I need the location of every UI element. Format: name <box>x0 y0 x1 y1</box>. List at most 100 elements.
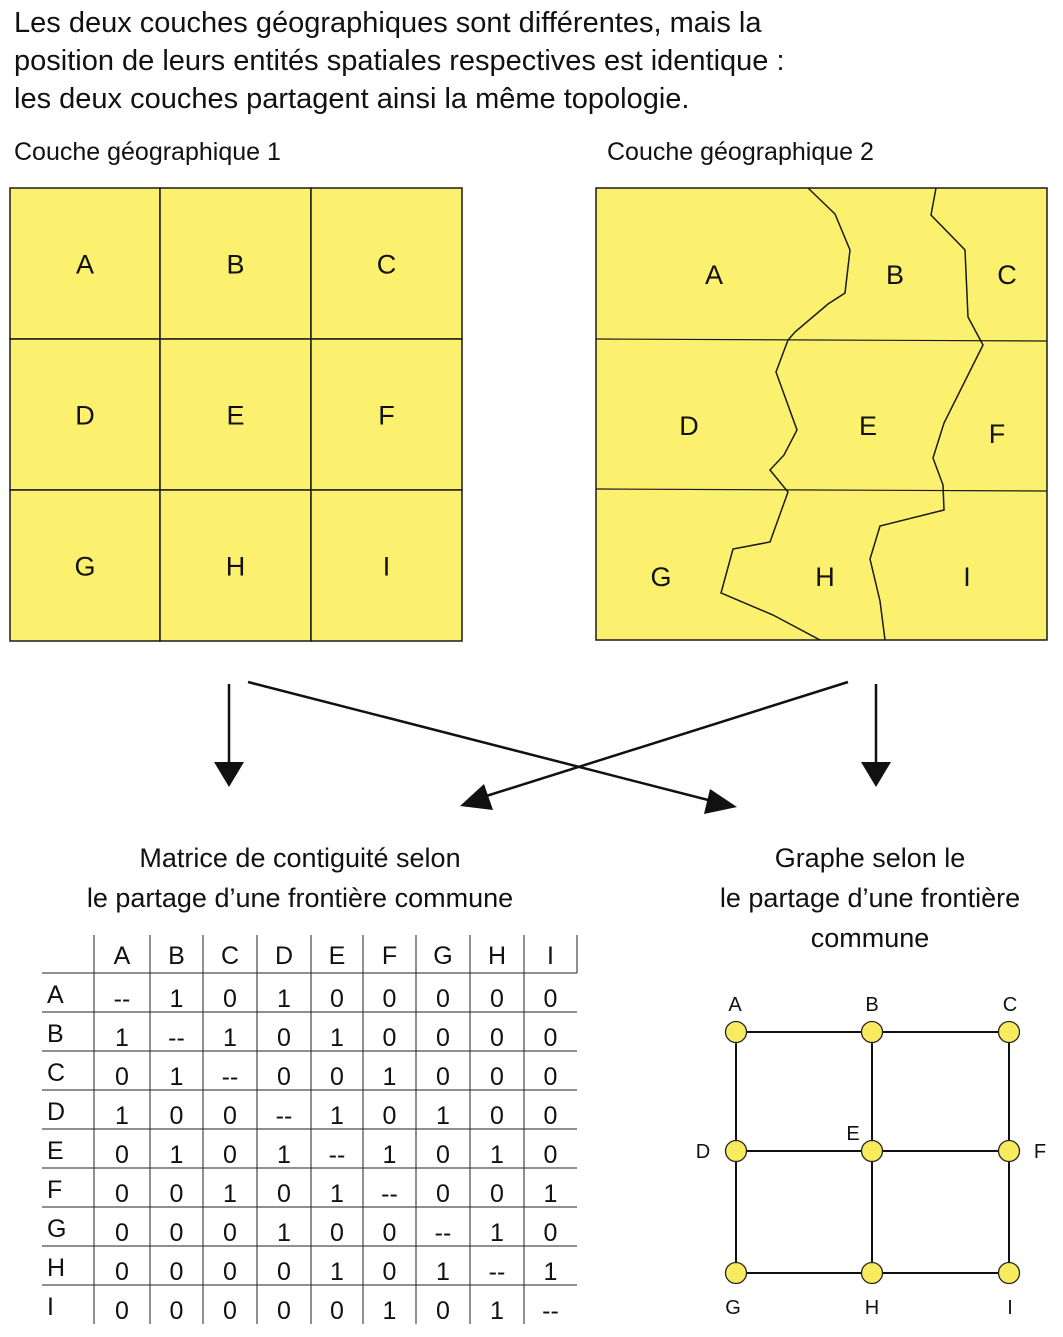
matrix-title-line-1: Matrice de contiguité selon <box>139 843 461 873</box>
matrix-cell: 0 <box>436 985 450 1013</box>
arrowhead-layer2-to-matrix <box>460 784 493 810</box>
arrow-layer1-to-graph <box>247 680 717 804</box>
matrix-cell: 0 <box>115 1141 129 1169</box>
matrix-cell: -- <box>276 1102 293 1130</box>
matrix-row-header-g: G <box>47 1215 66 1243</box>
matrix-cell: 0 <box>115 1258 129 1286</box>
matrix-cell: 0 <box>223 1258 237 1286</box>
matrix-cell: 0 <box>383 1219 397 1247</box>
matrix-cell: 0 <box>436 1180 450 1208</box>
matrix-cell: 0 <box>170 1102 184 1130</box>
matrix-cell: 0 <box>544 1063 558 1091</box>
graph-node-label-i: I <box>1007 1297 1013 1319</box>
matrix-cell: 0 <box>544 1024 558 1052</box>
graph-node-label-a: A <box>728 994 742 1016</box>
layer-2-border-left <box>720 187 851 641</box>
matrix-cell: 0 <box>436 1063 450 1091</box>
matrix-row-header-d: D <box>47 1098 65 1126</box>
matrix-cell: 0 <box>223 985 237 1013</box>
matrix-cell: 0 <box>490 1180 504 1208</box>
layer-1-cell-e <box>159 338 312 491</box>
matrix-cell: 1 <box>330 1180 344 1208</box>
matrix-col-header-b: B <box>168 942 185 970</box>
matrix-cell: 0 <box>170 1180 184 1208</box>
graph-node-d <box>724 1139 748 1163</box>
matrix-col-header-i: I <box>547 942 554 970</box>
layer-1-label-a: A <box>76 250 94 280</box>
matrix-cell: 0 <box>544 985 558 1013</box>
graph-node-f <box>997 1139 1021 1163</box>
graph-node-label-f: F <box>1034 1141 1046 1163</box>
layer-2-label-g: G <box>650 562 671 592</box>
matrix-row-header-e: E <box>47 1137 64 1165</box>
matrix-cell: 0 <box>383 1024 397 1052</box>
matrix-cell: 0 <box>170 1297 184 1325</box>
matrix-cell: 0 <box>277 1024 291 1052</box>
matrix-cell: 0 <box>115 1063 129 1091</box>
graph-node-label-c: C <box>1003 994 1017 1016</box>
matrix-cell: 1 <box>544 1180 558 1208</box>
matrix-cell: 0 <box>436 1024 450 1052</box>
matrix-title-line-2: le partage d’une frontière commune <box>86 883 514 913</box>
matrix-cell: 1 <box>330 1102 344 1130</box>
matrix-cell: 1 <box>436 1102 450 1130</box>
layer-2-label-a: A <box>705 260 723 290</box>
matrix-cell: 0 <box>330 1063 344 1091</box>
matrix-cell: 1 <box>436 1258 450 1286</box>
matrix-cell: 0 <box>115 1297 129 1325</box>
intro-line-3: les deux couches partagent ainsi la même… <box>14 83 690 115</box>
matrix-cell: 0 <box>223 1219 237 1247</box>
matrix-col-header-g: G <box>433 942 452 970</box>
layer-1-cell-f <box>310 338 463 491</box>
matrix-cell: 0 <box>277 1180 291 1208</box>
matrix-cell: 0 <box>544 1219 558 1247</box>
matrix-cell: 1 <box>383 1063 397 1091</box>
matrix-col-header-c: C <box>221 942 239 970</box>
layer-1-label: Couche géographique 1 <box>14 138 281 166</box>
matrix-cell: 1 <box>277 1141 291 1169</box>
matrix-cell: 1 <box>330 1258 344 1286</box>
layer-1-label-c: C <box>377 250 397 280</box>
matrix-col-header-a: A <box>114 942 131 970</box>
graph-node-h <box>860 1261 884 1285</box>
graph-node-label-b: B <box>865 994 878 1016</box>
layer-1-label-g: G <box>74 552 95 582</box>
matrix-cell: 0 <box>383 1102 397 1130</box>
matrix-row-header-c: C <box>47 1059 65 1087</box>
matrix-cell: 1 <box>383 1141 397 1169</box>
matrix-cell: 0 <box>277 1297 291 1325</box>
graph-node-e <box>860 1139 884 1163</box>
matrix-cell: 1 <box>170 1141 184 1169</box>
layer-1-label-d: D <box>75 401 95 431</box>
matrix-cell: 1 <box>115 1024 129 1052</box>
matrix-cell: 0 <box>490 985 504 1013</box>
matrix-row-header-b: B <box>47 1020 64 1048</box>
matrix-cell: 0 <box>330 1297 344 1325</box>
matrix-row-header-f: F <box>47 1176 62 1204</box>
matrix-cell: 0 <box>115 1219 129 1247</box>
matrix-cell: 1 <box>115 1102 129 1130</box>
graph-node-a <box>724 1020 748 1044</box>
matrix-cell: 0 <box>115 1180 129 1208</box>
graph-edges <box>735 1031 1010 1274</box>
intro-line-1: Les deux couches géographiques sont diff… <box>14 7 762 39</box>
layer-2-label-c: C <box>997 260 1017 290</box>
matrix-cell: 0 <box>490 1063 504 1091</box>
layer-1-label-e: E <box>226 401 244 431</box>
matrix-cell: 0 <box>170 1258 184 1286</box>
matrix-cell: 1 <box>223 1180 237 1208</box>
arrow-layer2-to-matrix <box>479 680 849 800</box>
matrix-cell: 1 <box>330 1024 344 1052</box>
matrix-cell: 1 <box>170 1063 184 1091</box>
graph-node-i <box>997 1261 1021 1285</box>
graph-node-label-d: D <box>696 1141 710 1163</box>
graph-title-line-3: commune <box>810 923 930 953</box>
matrix-cell: 0 <box>544 1141 558 1169</box>
layer-2-horizontal-border-1 <box>595 338 1048 342</box>
matrix-cell: 1 <box>383 1297 397 1325</box>
